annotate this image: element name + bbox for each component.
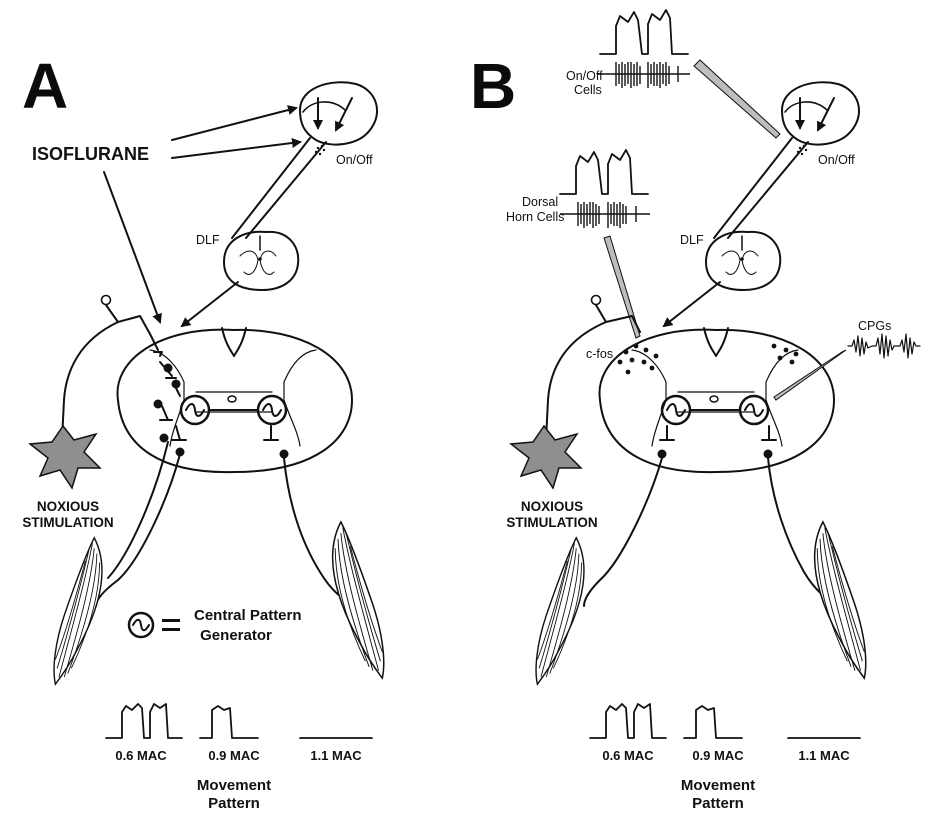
cpg-burst-trace: [848, 334, 920, 358]
noxious-line2-a: STIMULATION: [22, 515, 113, 530]
spike-train-icon: [598, 62, 690, 88]
panel-a: A ISOFLURANE On/Off DLF: [22, 50, 384, 812]
noxious-line1-a: NOXIOUS: [37, 499, 99, 514]
electrode-icon: [102, 296, 111, 305]
mac-b-2: 1.1 MAC: [798, 748, 850, 763]
noxious-line1-b: NOXIOUS: [521, 499, 583, 514]
mac-b-0: 0.6 MAC: [602, 748, 654, 763]
wave-icon: [745, 404, 763, 416]
movement-line2-b: Pattern: [692, 795, 744, 812]
onoff-cells-line2: Cells: [574, 83, 602, 97]
cfos-dots-left: [618, 344, 659, 375]
spinal-cord-section-b: [599, 328, 834, 472]
electrode-icon: [694, 60, 780, 138]
wave-icon: [263, 404, 281, 416]
panel-b-letter: B: [470, 50, 516, 122]
dlf-label-b: DLF: [680, 233, 704, 247]
muscle-icon: [815, 522, 866, 678]
trace-a-09: [200, 706, 258, 738]
movement-line1-a: Movement: [197, 777, 271, 794]
star-icon: [511, 426, 581, 488]
muscle-icon: [54, 538, 102, 684]
spike-train-icon: [560, 202, 650, 228]
cpgs-label: CPGs: [858, 319, 891, 333]
mac-b-1: 0.9 MAC: [692, 748, 744, 763]
cfos-label: c-fos: [586, 347, 613, 361]
dlf-label-a: DLF: [196, 233, 220, 247]
isoflurane-label: ISOFLURANE: [32, 144, 149, 164]
legend-line1: Central Pattern: [194, 607, 302, 624]
panel-b: B On/Off Cells On/Off: [470, 10, 920, 812]
muscle-icon: [536, 538, 584, 684]
movement-line1-b: Movement: [681, 777, 755, 794]
trace-b-06: [590, 704, 666, 738]
trace-a-06: [106, 704, 182, 738]
mac-a-1: 0.9 MAC: [208, 748, 260, 763]
onoff-cells-line1: On/Off: [566, 69, 603, 83]
on-off-label-a: On/Off: [336, 153, 373, 167]
trace-onoff-cells: [600, 10, 688, 54]
panel-a-letter: A: [22, 50, 68, 122]
dorsal-line2: Horn Cells: [506, 210, 564, 224]
spinal-cord-section-a: [117, 328, 352, 472]
noxious-line2-b: STIMULATION: [506, 515, 597, 530]
on-off-label-b: On/Off: [818, 153, 855, 167]
movement-line2-a: Pattern: [208, 795, 260, 812]
legend-line2: Generator: [200, 627, 272, 644]
trace-b-09: [684, 706, 742, 738]
mac-a-0: 0.6 MAC: [115, 748, 167, 763]
wave-icon: [133, 620, 149, 631]
muscle-icon: [333, 522, 384, 678]
wave-icon: [667, 404, 685, 416]
dorsal-line1: Dorsal: [522, 195, 558, 209]
wave-icon: [186, 404, 204, 416]
star-icon: [30, 426, 100, 488]
electrode-icon: [592, 296, 601, 305]
mac-a-2: 1.1 MAC: [310, 748, 362, 763]
upper-cord-section-b: [706, 232, 780, 290]
upper-cord-section-a: [224, 232, 298, 290]
trace-dorsal-horn: [560, 150, 648, 194]
cfos-dots-right: [772, 344, 799, 365]
electrode-icon: [774, 350, 846, 400]
